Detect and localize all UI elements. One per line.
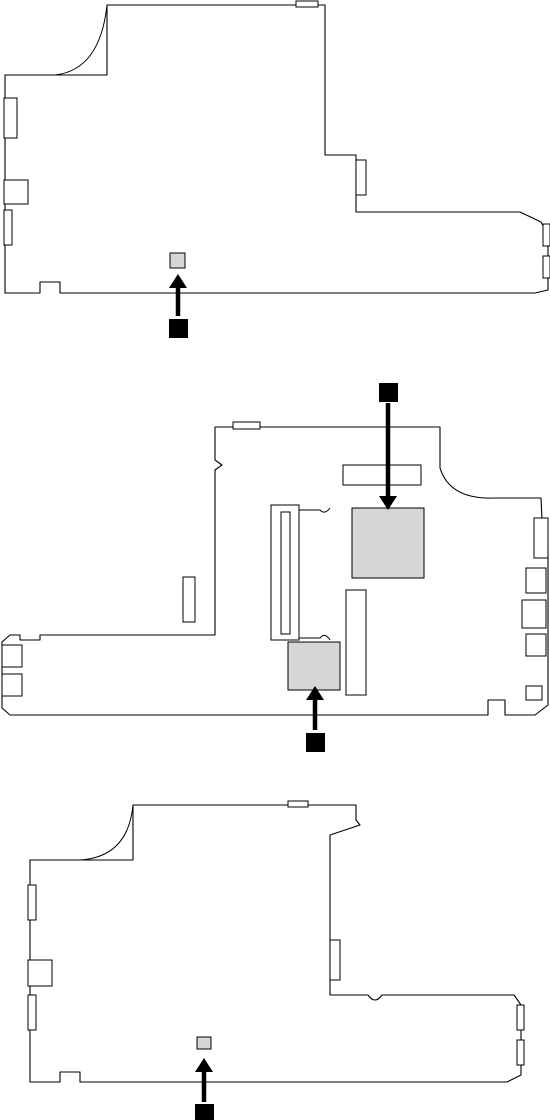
- bottom-connector-left-2: [28, 960, 52, 986]
- bottom-connector-left-3: [28, 995, 36, 1030]
- middle-connector-left-edge: [183, 577, 195, 622]
- middle-connector-top: [233, 422, 260, 429]
- bottom-connector-top: [288, 801, 308, 807]
- bottom-highlighted-component: [197, 1037, 211, 1049]
- bottom-connector-right-edge: [330, 940, 340, 980]
- middle-connector-right-5: [526, 686, 542, 700]
- top-connector-left-3: [4, 210, 12, 245]
- bottom-connector-right-1: [517, 1005, 524, 1030]
- bottom-connector-left-1: [28, 885, 36, 920]
- top-connector-left-2: [4, 180, 28, 204]
- middle-system-board: [2, 383, 548, 752]
- top-system-board: [4, 1, 550, 338]
- middle-callout-cpu: [379, 383, 398, 402]
- middle-connector-right-3: [522, 600, 546, 628]
- bottom-system-board: [28, 801, 524, 1120]
- middle-connector-right-1: [534, 518, 548, 558]
- bottom-board-corner-curve: [80, 805, 133, 860]
- middle-connector-left-2: [2, 674, 22, 696]
- bottom-callout-marker: [195, 1104, 214, 1120]
- top-connector-top: [296, 1, 318, 7]
- middle-connector-left-1: [2, 645, 22, 667]
- top-callout-marker: [169, 319, 188, 338]
- top-connector-right-1: [543, 224, 550, 246]
- middle-cpu-highlight: [352, 508, 424, 578]
- bottom-connector-right-2: [517, 1040, 524, 1065]
- middle-callout-chipset: [306, 733, 325, 752]
- middle-slot-top: [343, 465, 421, 485]
- top-highlighted-component: [170, 253, 185, 268]
- top-board-corner-curve: [55, 5, 107, 75]
- middle-memory-slot-inner: [281, 512, 290, 634]
- top-connector-left-1: [4, 98, 17, 138]
- middle-connector-right-4: [526, 634, 546, 656]
- middle-connector-right-2: [526, 568, 546, 593]
- middle-connector-vertical: [346, 590, 366, 695]
- top-connector-right-edge: [356, 160, 366, 195]
- middle-chipset-highlight: [288, 642, 340, 690]
- top-connector-right-2: [543, 256, 550, 278]
